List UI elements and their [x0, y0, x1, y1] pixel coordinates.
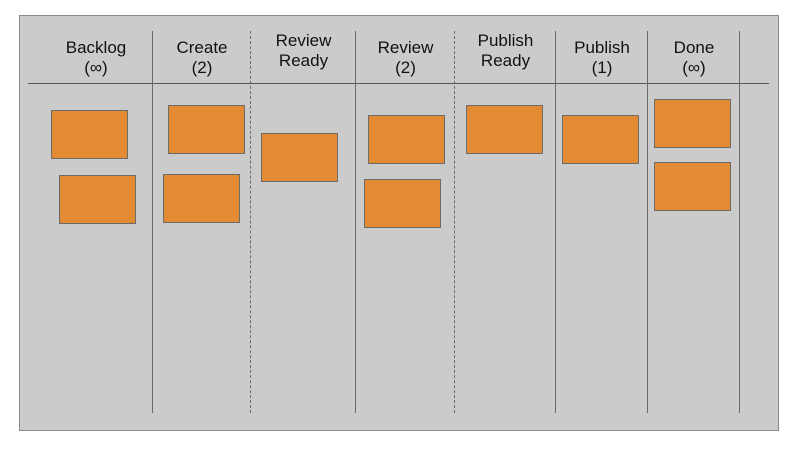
- column-separator: [739, 31, 740, 413]
- column-limit: (1): [591, 58, 613, 77]
- kanban-card[interactable]: [163, 174, 240, 223]
- column-limit: (∞): [84, 58, 108, 77]
- kanban-card[interactable]: [654, 99, 731, 148]
- kanban-card[interactable]: [364, 179, 441, 228]
- column-header-backlog: Backlog (∞): [40, 38, 152, 78]
- kanban-card[interactable]: [368, 115, 445, 164]
- column-limit: (∞): [682, 58, 706, 77]
- column-header-publish-ready: Publish Ready: [456, 31, 555, 71]
- column-separator: [647, 31, 648, 413]
- kanban-card[interactable]: [466, 105, 543, 154]
- column-title: Publish: [574, 38, 630, 57]
- kanban-card[interactable]: [562, 115, 639, 164]
- column-title: Review: [377, 38, 434, 57]
- column-limit: (2): [191, 58, 213, 77]
- column-header-done: Done (∞): [649, 38, 739, 78]
- kanban-card[interactable]: [51, 110, 128, 159]
- column-title: Publish: [477, 31, 534, 50]
- column-separator: [355, 31, 356, 413]
- column-separator-dashed: [250, 31, 251, 413]
- column-separator: [152, 31, 153, 413]
- column-header-publish: Publish (1): [557, 38, 647, 78]
- column-header-create: Create (2): [154, 38, 250, 78]
- column-subtitle: Ready: [480, 51, 531, 70]
- kanban-card[interactable]: [654, 162, 731, 211]
- column-separator: [555, 31, 556, 413]
- kanban-card[interactable]: [59, 175, 136, 224]
- column-limit: (2): [395, 58, 416, 77]
- kanban-board: Backlog (∞) Create (2) Review Ready Revi…: [19, 15, 779, 431]
- column-title: Create: [176, 38, 228, 57]
- kanban-card[interactable]: [261, 133, 338, 182]
- column-header-review: Review (2): [357, 38, 454, 78]
- column-subtitle: Ready: [278, 51, 329, 70]
- column-title: Review: [275, 31, 332, 50]
- column-separator-dashed: [454, 31, 455, 413]
- kanban-card[interactable]: [168, 105, 245, 154]
- column-title: Done: [673, 38, 715, 57]
- column-title: Backlog: [65, 38, 127, 57]
- header-divider: [28, 83, 769, 84]
- column-header-review-ready: Review Ready: [252, 31, 355, 71]
